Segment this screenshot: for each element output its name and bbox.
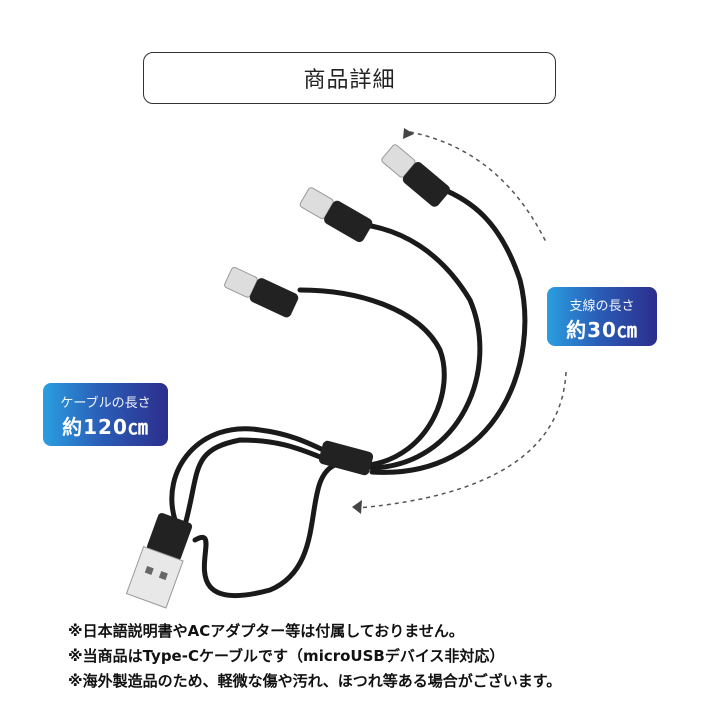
- type-c-plug-1: [224, 266, 299, 318]
- type-c-plug-2: [299, 187, 373, 243]
- branch-length-badge: 支線の長さ 約30㎝: [547, 287, 657, 346]
- note-1: ※日本語説明書やACアダプター等は付属しておりません。: [68, 622, 464, 640]
- branch-length-label: 支線の長さ: [569, 299, 635, 314]
- splitter: [318, 440, 374, 476]
- arrowhead-icon: [403, 128, 414, 139]
- arrowhead-icon: [352, 500, 362, 514]
- branch-cable-1: [297, 287, 447, 468]
- cable-length-badge: ケーブルの長さ 約120㎝: [43, 383, 168, 446]
- branch-length-arrows: [357, 131, 567, 509]
- type-c-plug-3: [381, 144, 450, 207]
- cable-length-value: 約120㎝: [62, 415, 149, 439]
- notes: ※日本語説明書やACアダプター等は付属しておりません。 ※当商品はType-Cケ…: [68, 619, 561, 694]
- branch-cable-2: [362, 222, 483, 471]
- page-title: 商品詳細: [143, 52, 556, 104]
- note-3: ※海外製造品のため、軽微な傷や汚れ、ほつれ等ある場合がございます。: [68, 672, 562, 690]
- lower-dashed-arc: [357, 371, 567, 509]
- cables: [169, 185, 528, 599]
- cable-length-label: ケーブルの長さ: [60, 396, 151, 411]
- main-cable: [169, 426, 338, 523]
- note-2: ※当商品はType-Cケーブルです（microUSBデバイス非対応）: [68, 647, 505, 665]
- usb-a-plug: [125, 513, 193, 609]
- branch-cable-3: [369, 185, 528, 475]
- branch-length-value: 約30㎝: [566, 318, 638, 342]
